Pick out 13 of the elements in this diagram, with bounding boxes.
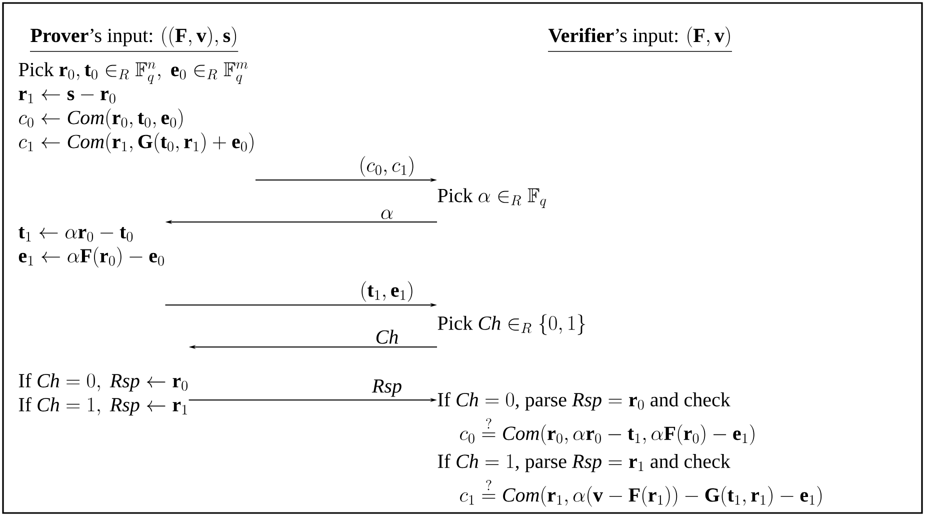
- protocol-step: $\text{If }\mathit{Ch}=0\text{, parse }\mathit{Rsp}=\mathbf{r}_0\text{ and check}$ $c_0\overset{?}{=}\mathit{Com}(\mathbf{r}_0,\alpha\mathbf{r}_0-\mathbf{t}_1,\alpha\mathbf{F}(\mathbf{r}_0)-\mathbf{e}_1)$ $\text{If }\mathit{Ch}=1\text{, parse }\mathit{Rsp}=\mathbf{r}_1\text{ and check}$ $c_1\overset{?}{=}\mathit{Com}(\mathbf{r}_1,\alpha(\mathbf{v}-\mathbf{F}(\mathbf{r}_1))-\mathbf{G}(\mathbf{t}_1,\mathbf{r}_1)-\mathbf{e}_1)$: [438, 392, 822, 507]
- edge-label: $\mathit{Ch}$: [376, 330, 398, 344]
- edge-label: $(\mathbf{t}_1,\mathbf{e}_1)$: [362, 281, 412, 302]
- protocol-step: $\text{Pick }\alpha\in_R\mathbb{F}_q$: [438, 188, 546, 208]
- protocol-step: $\text{If }\mathit{Ch}=0,\ \mathit{Rsp}\leftarrow\mathbf{r}_0$ $\text{If }\mathit{Ch}=1,\ \mathit{Rsp}\leftarrow\mathbf{r}_1$: [18, 373, 188, 416]
- party-heading: $\textbf{Prover}\text{'s input: }((\mathbf{F},\mathbf{v}),\mathbf{s})$: [30, 26, 236, 48]
- protocol-step: $\text{Pick }\mathit{Ch}\in_R\{0,1\}$: [438, 314, 586, 335]
- edge-label: $(c_0,c_1)$: [360, 156, 414, 177]
- edge-label: $\mathit{Rsp}$: [372, 379, 402, 397]
- party-heading: $\textbf{Verifier}\text{'s input: }(\mathbf{F},\mathbf{v})$: [548, 26, 730, 48]
- protocol-step: $\mathbf{t}_1\leftarrow\alpha\mathbf{r}_0-\mathbf{t}_0$ $\mathbf{e}_1\leftarrow\alpha\mathbf{F}(\mathbf{r}_0)-\mathbf{e}_0$: [18, 227, 164, 268]
- edge-label: $\alpha$: [381, 210, 393, 219]
- protocol-step: $\text{Pick }\mathbf{r}_0,\mathbf{t}_0\in_R\mathbb{F}_q^n,\ \mathbf{e}_0\in_R\mathbb{F}_q^m$ $\mathbf{r}_1\leftarrow\mathbf{s}-\mathbf{r}_0$ $c_0\leftarrow\mathit{Com}(\mathbf{r}_0,\mathbf{t}_0,\mathbf{e}_0)$ $c_1\leftarrow\mathit{Com}(\mathbf{r}_1,\mathbf{G}(\mathbf{t}_0,\mathbf{r}_1)+\mathbf{e}_0)$: [18, 62, 254, 154]
